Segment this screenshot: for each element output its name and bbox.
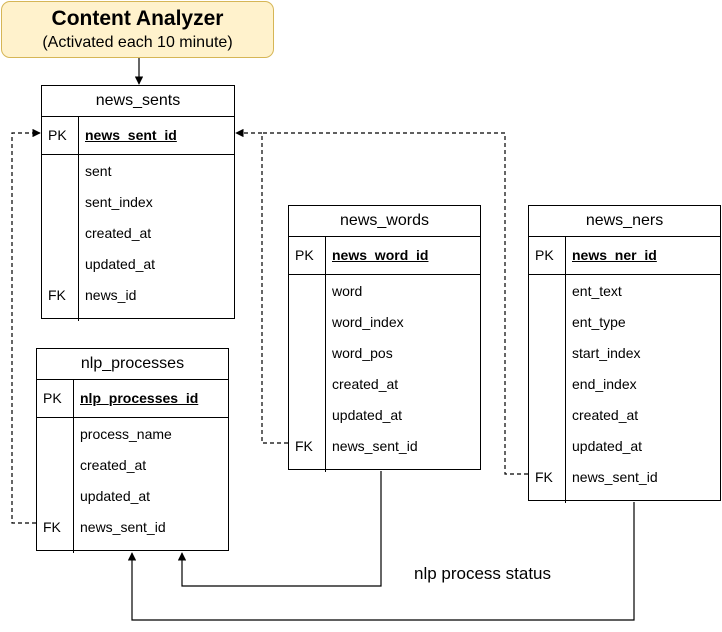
field-name: process_name [80, 426, 172, 442]
pk-label: PK [535, 247, 554, 263]
field-name: news_id [85, 287, 137, 303]
field-name: start_index [572, 345, 641, 361]
field-row: updated_at [529, 431, 720, 462]
fk-label: FK [48, 287, 66, 303]
banner-title: Content Analyzer [51, 7, 224, 30]
fk-label: FK [535, 469, 553, 485]
entity-nlp-processes[interactable]: nlp_processes PK nlp_processes_id proces… [36, 348, 229, 553]
key-column-divider [325, 237, 326, 274]
primary-key-row: PK news_sent_id [42, 117, 234, 155]
field-name: sent_index [85, 194, 153, 210]
entity-news-words[interactable]: news_words PK news_word_id word word_inde… [288, 205, 481, 472]
pk-field-name: news_ner_id [572, 247, 657, 263]
field-row: end_index [529, 369, 720, 400]
key-column-divider [78, 155, 79, 321]
field-row: created_at [529, 400, 720, 431]
field-name: word_pos [332, 345, 393, 361]
field-row: word_pos [289, 338, 480, 369]
nlp-process-status-label: nlp process status [414, 564, 552, 583]
entity-news-ners[interactable]: news_ners PK news_ner_id ent_text ent_typ… [528, 205, 721, 503]
entity-title: news_sents [42, 86, 234, 117]
fk-label: FK [295, 438, 313, 454]
pk-label: PK [48, 127, 67, 143]
field-row: FK news_id [42, 280, 234, 311]
field-name: updated_at [80, 488, 151, 504]
field-name: created_at [572, 407, 639, 423]
field-row: process_name [37, 419, 228, 450]
field-row: FK news_sent_id [529, 462, 720, 493]
status-link-news-words [177, 471, 382, 587]
field-name: ent_text [572, 283, 622, 299]
fk-label: FK [43, 519, 61, 535]
field-row: created_at [42, 218, 234, 249]
primary-key-row: PK news_word_id [289, 237, 480, 275]
field-row: sent [42, 156, 234, 187]
entity-title: nlp_processes [37, 349, 228, 380]
key-column-divider [73, 418, 74, 553]
primary-key-row: PK news_ner_id [529, 237, 720, 275]
field-row: updated_at [289, 400, 480, 431]
fk-link-news-ners [262, 132, 528, 475]
field-name: created_at [332, 376, 399, 392]
primary-key-row: PK nlp_processes_id [37, 380, 228, 418]
field-row: FK news_sent_id [289, 431, 480, 462]
field-list: word word_index word_pos created_at updated_… [289, 275, 480, 472]
field-row: ent_text [529, 276, 720, 307]
field-row: sent_index [42, 187, 234, 218]
entity-title: news_words [289, 206, 480, 237]
field-name: word_index [332, 314, 404, 330]
field-row: word_index [289, 307, 480, 338]
content-analyzer-banner: Content Analyzer (Activated each 10 minu… [1, 1, 274, 58]
key-column-divider [73, 380, 74, 417]
field-name: created_at [80, 457, 147, 473]
entity-news-sents[interactable]: news_sents PK news_sent_id sent sent_inde… [41, 85, 235, 321]
field-name: end_index [572, 376, 637, 392]
field-name: updated_at [572, 438, 643, 454]
pk-field-name: news_word_id [332, 247, 429, 263]
pk-label: PK [43, 390, 62, 406]
pk-label: PK [295, 247, 314, 263]
pk-field-name: nlp_processes_id [80, 390, 199, 406]
field-name: updated_at [332, 407, 403, 423]
field-row: updated_at [37, 481, 228, 512]
field-name: word [332, 283, 363, 299]
field-name: updated_at [85, 256, 156, 272]
field-row: created_at [37, 450, 228, 481]
fk-link-news-words [235, 128, 288, 444]
field-row: word [289, 276, 480, 307]
field-name: sent [85, 163, 112, 179]
status-link-news-ners [127, 502, 635, 621]
key-column-divider [325, 275, 326, 472]
field-row: created_at [289, 369, 480, 400]
key-column-divider [565, 237, 566, 274]
field-name: created_at [85, 225, 152, 241]
key-column-divider [565, 275, 566, 503]
entity-title: news_ners [529, 206, 720, 237]
field-name: news_sent_id [332, 438, 418, 454]
fk-link-nlp-processes [11, 128, 41, 524]
pk-field-name: news_sent_id [85, 127, 177, 143]
banner-subtitle: (Activated each 10 minute) [42, 34, 233, 51]
field-name: news_sent_id [572, 469, 658, 485]
field-row: updated_at [42, 249, 234, 280]
field-row: FK news_sent_id [37, 512, 228, 543]
key-column-divider [78, 117, 79, 154]
field-row: start_index [529, 338, 720, 369]
field-name: news_sent_id [80, 519, 166, 535]
field-name: ent_type [572, 314, 626, 330]
field-row: ent_type [529, 307, 720, 338]
